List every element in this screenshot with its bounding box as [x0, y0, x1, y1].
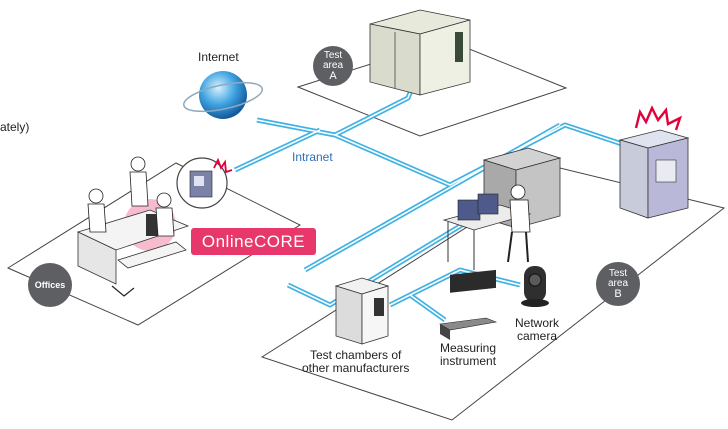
test-area-a-line3: A: [329, 70, 337, 82]
test-area-a-line2: area: [322, 60, 343, 71]
other-manufacturer-chamber: [334, 277, 390, 345]
walk-in-chamber-a: [369, 9, 471, 96]
network-camera-label-line2: camera: [517, 329, 558, 343]
onlinecore-brand-badge: OnlineCORE: [191, 228, 316, 255]
test-chambers-label: Test chambers of other manufacturers: [302, 349, 409, 375]
network-cables: [233, 71, 641, 323]
measuring-label-line2: instrument: [440, 354, 497, 368]
test-chambers-label-line2: other manufacturers: [302, 361, 410, 375]
network-camera-label-line1: Network: [515, 316, 560, 330]
offices-label: Offices: [34, 280, 66, 290]
truncated-caption: ately): [0, 120, 30, 134]
chamber-callout-bubble: [176, 157, 233, 209]
measuring-label-line1: Measuring: [440, 341, 497, 355]
test-area-b-line2: area: [607, 278, 628, 289]
operator-person: [507, 184, 531, 263]
test-chamber-b: [618, 129, 690, 219]
network-camera-icon: [521, 266, 549, 307]
test-area-b-line1: Test: [608, 268, 628, 279]
test-area-b-badge: Test area B: [596, 262, 640, 306]
alert-signal-icon: [634, 105, 683, 131]
test-area-a-badge: Test area A: [313, 46, 353, 86]
test-area-b-floor: [260, 167, 726, 421]
intranet-label: Intranet: [292, 150, 333, 164]
office-workers: [76, 156, 190, 297]
offices-badge: Offices: [28, 263, 72, 307]
measuring-instrument-icon: [439, 269, 498, 340]
lab-table: [442, 193, 532, 270]
internet-label: Internet: [198, 50, 239, 64]
internet-globe-icon: [183, 71, 263, 119]
test-chambers-label-line1: Test chambers of: [310, 348, 402, 362]
network-camera-label: Network camera: [515, 317, 559, 343]
measuring-instrument-label: Measuring instrument: [440, 342, 496, 368]
test-area-b-line3: B: [614, 288, 622, 300]
test-area-a-line1: Test: [323, 50, 343, 61]
